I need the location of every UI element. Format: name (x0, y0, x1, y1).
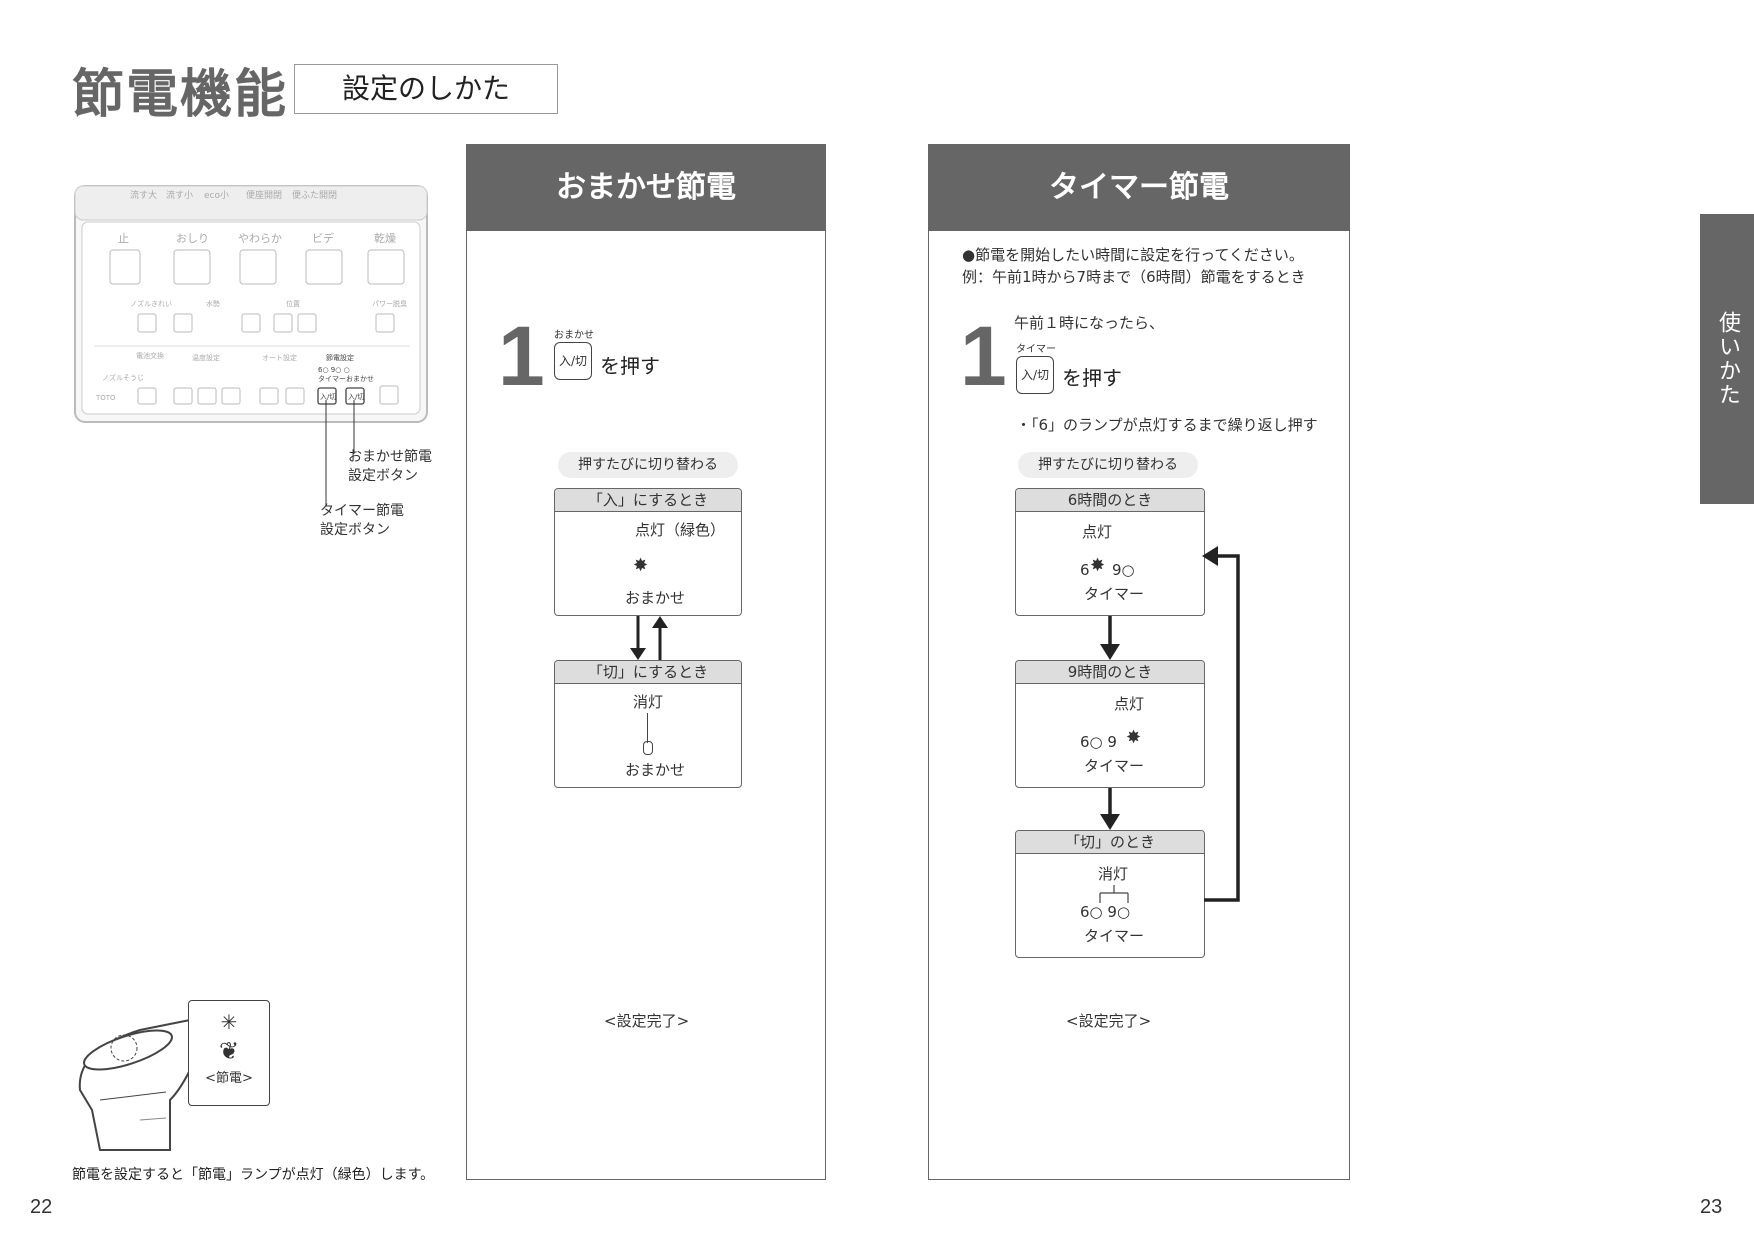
timer-step-number: 1 (960, 309, 1007, 403)
remote-sub-nozzle: ノズルきれい (130, 299, 172, 308)
lamp-label: <節電> (205, 1071, 253, 1086)
timer-done: <設定完了> (1066, 1012, 1152, 1030)
remote-top-btn-5: 便ふた開閉 (292, 189, 337, 201)
panel-timer-heading: タイマー節電 (929, 145, 1349, 231)
remote-label-stop: 止 (118, 232, 129, 245)
remote-sub-position: 位置 (286, 299, 300, 308)
omakase-toggle-pill: 押すたびに切り替わる (558, 452, 738, 478)
lamp-6h-icon: ✸ (1090, 555, 1106, 576)
timer-state-6h-digit-6: 6 (1080, 561, 1090, 579)
callout-omakase: おまかせ節電 設定ボタン (348, 448, 432, 486)
timer-state-9h: 9時間のとき 点灯 6○ 9 ✸ タイマー (1015, 660, 1205, 788)
timer-state-off-status: 消灯 (1098, 865, 1129, 883)
page-number-right: 23 (1700, 1196, 1723, 1218)
remote-label-yawaraka: やわらか (238, 232, 282, 245)
omakase-step-number: 1 (498, 309, 545, 403)
timer-toggle-pill: 押すたびに切り替わる (1018, 452, 1198, 478)
omakase-state-off-head: 「切」にするとき (555, 661, 741, 684)
omakase-state-off-label: おまかせ (625, 761, 686, 779)
omakase-toggle-arrows (630, 616, 668, 660)
timer-state-6h-head: 6時間のとき (1016, 489, 1204, 512)
remote-bottom-battery: 電池交換 (136, 351, 164, 360)
timer-action: を押す (1062, 366, 1122, 390)
timer-off-leader (1099, 885, 1129, 903)
lamp-caption: 節電を設定すると「節電」ランプが点灯（緑色）します。 (72, 1167, 435, 1183)
omakase-state-on-status: 点灯（緑色） (635, 521, 726, 539)
timer-state-6h-status: 点灯 (1082, 523, 1113, 541)
remote-timer-label: タイマー (318, 374, 346, 383)
toilet-illustration (78, 1018, 208, 1151)
timer-state-9h-digits: 6○ 9 (1080, 733, 1117, 751)
remote-timer-digits: 6○ 9○ ○ (318, 366, 350, 374)
leaf-icon: ❦ (218, 1037, 240, 1065)
timer-loop-arrow (1202, 546, 1240, 902)
omakase-state-on-label: おまかせ (625, 589, 686, 607)
timer-state-6h: 6時間のとき 点灯 6 ✸ 9○ タイマー (1015, 488, 1205, 616)
timer-on-off-button[interactable]: 入/切 (1016, 356, 1054, 394)
remote-top-btn-3: eco小 (204, 190, 229, 201)
callout-timer-line2: 設定ボタン (320, 522, 390, 538)
omakase-state-on-head: 「入」にするとき (555, 489, 741, 512)
timer-state-9h-status: 点灯 (1114, 695, 1145, 713)
omakase-state-on: 「入」にするとき 点灯（緑色） ✸ おまかせ (554, 488, 742, 616)
remote-sub-power: パワー脱臭 (372, 299, 407, 308)
callout-omakase-line1: おまかせ節電 (348, 449, 432, 465)
remote-brand: TOTO (95, 394, 116, 402)
section-tab-usage[interactable]: 使いかた (1700, 214, 1754, 504)
remote-bottom-temp: 温度設定 (192, 353, 220, 362)
timer-intro-2: 例：午前1時から7時まで（6時間）節電をするとき (962, 268, 1306, 286)
timer-arrow-1 (1100, 616, 1120, 660)
page-subtitle: 設定のしかた (294, 64, 558, 114)
omakase-button-caption: おまかせ (554, 330, 594, 341)
timer-state-off: 「切」のとき 消灯 6○ 9○ タイマー (1015, 830, 1205, 958)
remote-top-btn-2: 流す小 (166, 189, 193, 201)
omakase-state-off-status: 消灯 (633, 693, 664, 711)
remote-timer-btn-text: 入/切 (320, 393, 336, 401)
timer-state-off-head: 「切」のとき (1016, 831, 1204, 854)
lamp-lit-icon: ✳ (220, 1010, 238, 1034)
panel-omakase-heading: おまかせ節電 (467, 145, 825, 231)
timer-state-6h-digit-9: 9○ (1112, 561, 1135, 579)
timer-intro-1: ●節電を開始したい時間に設定を行ってください。 (962, 246, 1304, 264)
omakase-on-off-button[interactable]: 入/切 (554, 342, 592, 380)
timer-button-caption: タイマー (1016, 344, 1056, 355)
callout-lines (325, 400, 355, 506)
page-number-left: 22 (30, 1196, 53, 1218)
omakase-action: を押す (600, 354, 660, 378)
callout-timer-line1: タイマー節電 (320, 503, 404, 519)
timer-state-off-label: タイマー (1084, 927, 1145, 945)
timer-step-lead: 午前１時になったら、 (1014, 314, 1165, 332)
omakase-off-leader (647, 713, 648, 743)
timer-state-9h-head: 9時間のとき (1016, 661, 1204, 684)
omakase-state-off: 「切」にするとき 消灯 おまかせ (554, 660, 742, 788)
timer-state-off-digits: 6○ 9○ (1080, 903, 1131, 921)
remote-label-bidet: ビデ (312, 231, 334, 245)
remote-control-illustration: 流す大 流す小 eco小 便座開閉 便ふた開閉 止 おしり やわらか ビデ 乾燥… (74, 185, 428, 423)
lamp-off-icon (643, 741, 653, 755)
remote-omakase-label: おまかせ (346, 375, 374, 383)
remote-label-dry: 乾燥 (374, 232, 396, 245)
remote-top-btn-4: 便座開閉 (246, 189, 282, 201)
setsuden-lamp-box: ✳ ❦ <節電> (188, 1000, 270, 1106)
lamp-on-icon: ✸ (633, 555, 649, 576)
timer-state-9h-label: タイマー (1084, 757, 1145, 775)
timer-note: ・「6」のランプが点灯するまで繰り返し押す (1016, 416, 1318, 434)
remote-bottom-setsuden: 節電設定 (326, 353, 354, 362)
omakase-done: <設定完了> (604, 1012, 690, 1030)
timer-arrow-2 (1100, 788, 1120, 830)
remote-bottom-auto: オート設定 (262, 353, 297, 362)
callout-omakase-line2: 設定ボタン (348, 468, 418, 484)
remote-label-oshiri: おしり (176, 232, 209, 245)
lamp-9h-icon: ✸ (1126, 727, 1142, 748)
remote-nozzle-label: ノズルそうじ (102, 373, 144, 382)
remote-omakase-btn-text: 入/切 (348, 393, 364, 401)
timer-state-6h-label: タイマー (1084, 585, 1145, 603)
callout-timer: タイマー節電 設定ボタン (320, 502, 404, 540)
page-title: 節電機能 (72, 65, 289, 125)
remote-sub-water: 水勢 (206, 299, 220, 308)
remote-top-btn-1: 流す大 (130, 189, 157, 201)
